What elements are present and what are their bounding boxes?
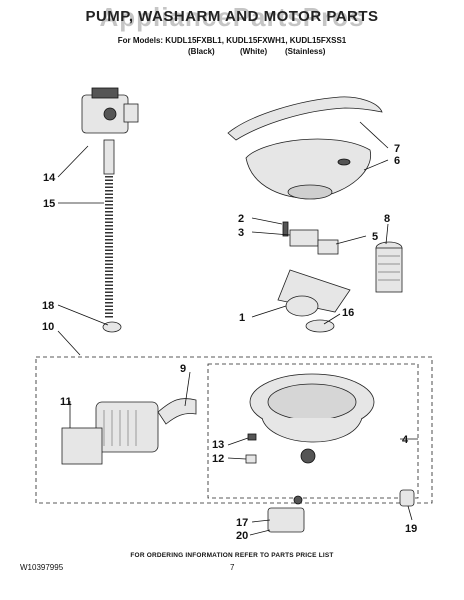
watermark: AppliancePartsPros <box>99 2 365 32</box>
hose-clamp-part <box>102 321 122 333</box>
callout-11: 11 <box>60 396 72 408</box>
drain-hose-part <box>103 139 115 318</box>
callout-14: 14 <box>43 172 56 184</box>
spray-arm-part <box>227 96 383 141</box>
manifold-part <box>277 269 351 333</box>
pump-assembly-outline <box>35 356 433 504</box>
callout-19: 19 <box>405 523 417 535</box>
small-parts <box>282 221 339 255</box>
callout-7: 7 <box>394 143 400 155</box>
page-number: 7 <box>230 563 235 572</box>
callout-3: 3 <box>238 227 244 239</box>
motor-part <box>81 87 139 134</box>
diverter-part <box>267 495 305 533</box>
callout-labels: 1 2 3 4 5 6 7 8 9 10 11 12 13 14 15 16 1… <box>42 143 417 542</box>
callout-12: 12 <box>212 453 224 465</box>
filter-cover-part <box>245 138 372 200</box>
leader-lines <box>57 121 418 536</box>
ordering-note: FOR ORDERING INFORMATION REFER TO PARTS … <box>130 552 334 559</box>
wash-pump-part <box>61 398 197 465</box>
callout-6: 6 <box>394 155 400 167</box>
document-number: W10397995 <box>20 563 64 572</box>
callout-16: 16 <box>342 307 354 319</box>
callout-13: 13 <box>212 439 224 451</box>
variant-white: (White) <box>240 47 268 56</box>
callout-15: 15 <box>43 198 55 210</box>
callout-20: 20 <box>236 530 248 542</box>
callout-10: 10 <box>42 321 54 333</box>
sump-part <box>249 373 375 464</box>
variant-black: (Black) <box>188 47 215 56</box>
callout-17: 17 <box>236 517 248 529</box>
callout-9: 9 <box>180 363 186 375</box>
callout-4: 4 <box>402 434 409 446</box>
callout-8: 8 <box>384 213 390 225</box>
filter-part <box>375 241 403 293</box>
variant-stainless: (Stainless) <box>285 47 326 56</box>
sensor-part <box>399 489 415 507</box>
models-line: For Models: KUDL15FXBL1, KUDL15FXWH1, KU… <box>117 36 347 45</box>
callout-1: 1 <box>239 312 245 324</box>
callout-2: 2 <box>238 213 244 225</box>
sump-assembly-outline <box>207 363 419 499</box>
callout-5: 5 <box>372 231 378 243</box>
diagram-title: PUMP, WASHARM AND MOTOR PARTS <box>85 8 379 25</box>
callout-18: 18 <box>42 300 54 312</box>
